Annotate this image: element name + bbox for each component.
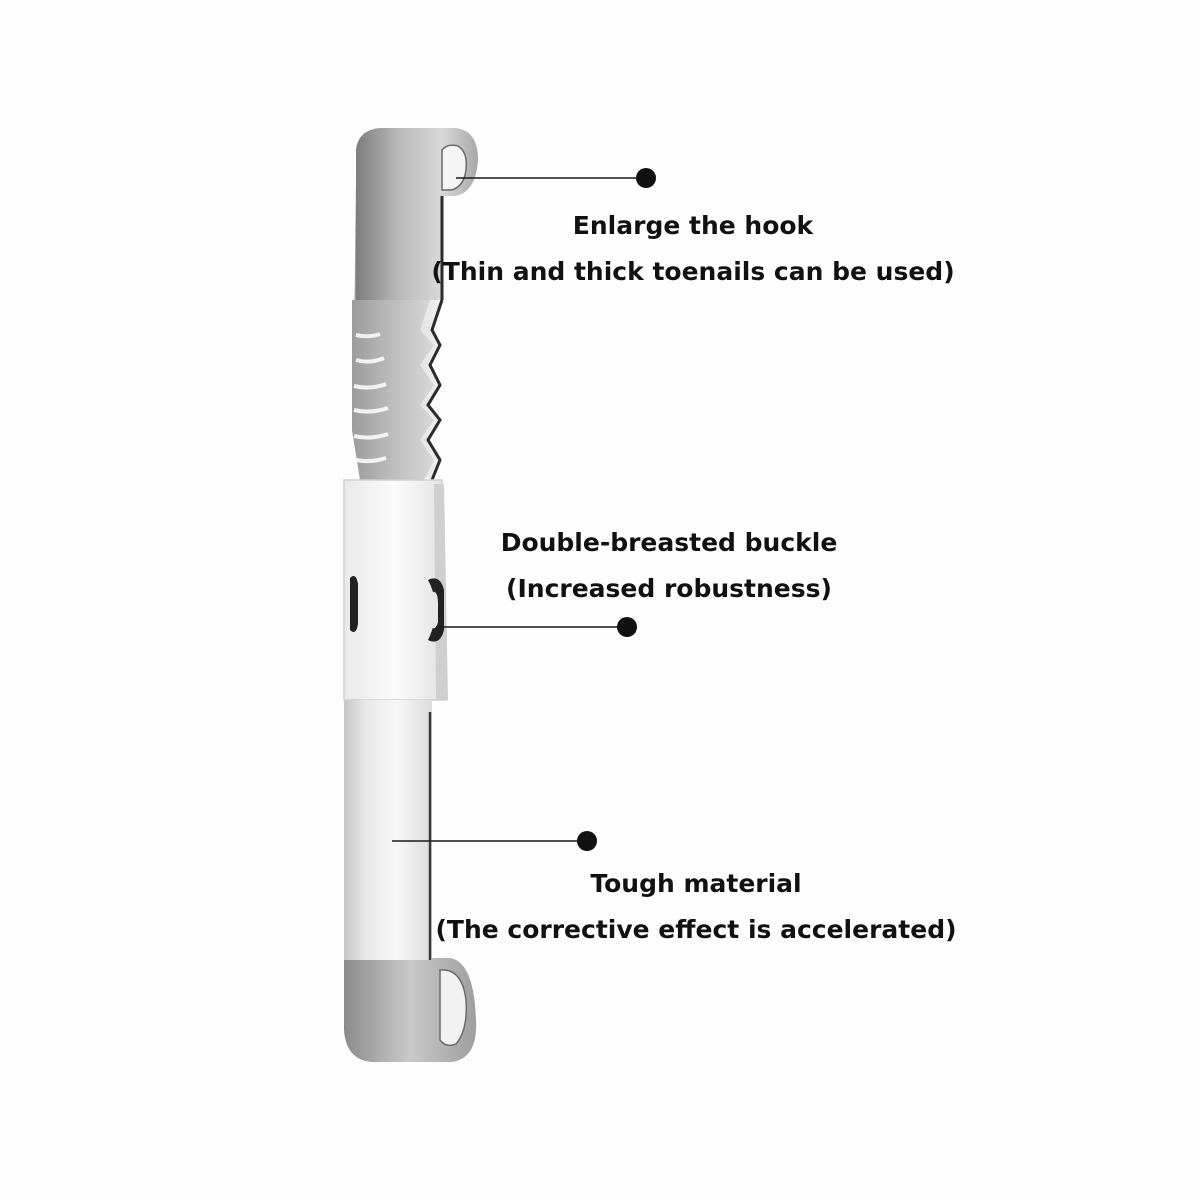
leader-dot-hook xyxy=(636,168,656,188)
serrated-teeth xyxy=(352,300,434,480)
callout-hook-title: Enlarge the hook xyxy=(572,211,814,240)
leader-dot-material xyxy=(577,831,597,851)
callout-buckle-subtitle: (Increased robustness) xyxy=(506,574,832,603)
callout-material: Tough material (The corrective effect is… xyxy=(396,861,996,953)
leader-dot-buckle xyxy=(617,617,637,637)
leader-material xyxy=(392,831,597,851)
lower-plate xyxy=(344,700,432,960)
top-hook-inner xyxy=(441,144,468,191)
corrector-body xyxy=(343,128,478,1062)
bottom-hook-inner xyxy=(439,969,468,1047)
callout-material-subtitle: (The corrective effect is accelerated) xyxy=(435,915,957,944)
callout-hook-subtitle: (Thin and thick toenails can be used) xyxy=(431,257,955,286)
callout-buckle: Double-breasted buckle (Increased robust… xyxy=(369,520,969,612)
callout-buckle-title: Double-breasted buckle xyxy=(500,528,838,557)
leader-buckle xyxy=(436,617,637,637)
buckle-slot-right-highlight xyxy=(432,591,438,629)
buckle-slot-left xyxy=(350,576,358,632)
callout-material-title: Tough material xyxy=(590,869,802,898)
teeth-ridges xyxy=(353,332,389,464)
leader-hook xyxy=(456,168,656,188)
teeth-outline xyxy=(426,299,444,481)
callout-hook: Enlarge the hook (Thin and thick toenail… xyxy=(393,203,993,295)
